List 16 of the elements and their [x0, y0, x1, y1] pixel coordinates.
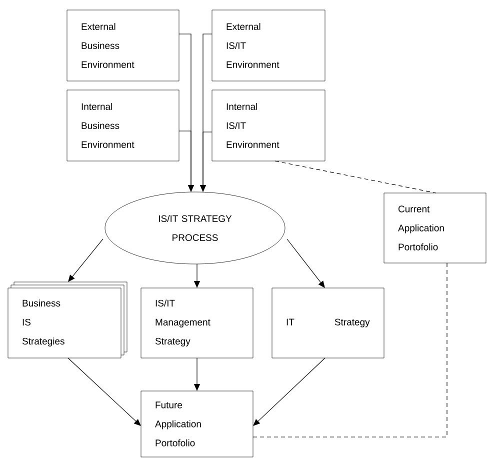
box: IT Strategy — [272, 288, 384, 358]
arrow — [286, 238, 325, 288]
arrow — [68, 358, 141, 426]
box: Internal Business Environment — [66, 90, 180, 162]
box: External Business Environment — [66, 10, 180, 82]
box: External IS/IT Environment — [212, 10, 326, 82]
arrow — [253, 358, 326, 426]
arrow — [178, 130, 194, 192]
box: Internal IS/IT Environment — [212, 90, 326, 162]
box: Current Application Portofolio — [384, 192, 486, 264]
dashed-line — [252, 262, 448, 438]
dashed-line — [274, 160, 436, 194]
box: Future Application Portofolio — [140, 390, 254, 458]
arrow — [68, 238, 104, 282]
box: IS/IT Management Strategy — [140, 288, 254, 358]
stacked-box: Business IS Strategies — [8, 282, 128, 358]
